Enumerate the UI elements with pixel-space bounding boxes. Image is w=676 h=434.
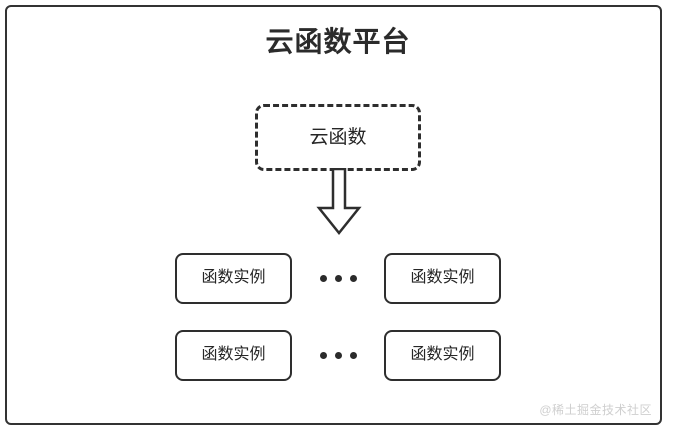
ellipsis-dot — [319, 274, 327, 282]
down-block-arrow-icon — [315, 167, 363, 236]
function-instance-label: 函数实例 — [201, 269, 266, 286]
ellipsis-dot — [334, 351, 342, 359]
ellipsis-dot — [319, 351, 327, 359]
cloud-function-node: 云函数 — [255, 104, 421, 171]
cloud-function-label: 云函数 — [309, 127, 367, 148]
function-instance-row-2: 函数实例 函数实例 — [0, 329, 676, 381]
watermark: @稀土掘金技术社区 — [539, 403, 652, 417]
function-instance-box: 函数实例 — [175, 329, 292, 381]
function-instance-box: 函数实例 — [384, 329, 501, 381]
ellipsis-dot — [349, 274, 357, 282]
function-instance-box: 函数实例 — [384, 252, 501, 304]
function-instance-box: 函数实例 — [175, 252, 292, 304]
page-title: 云函数平台 — [265, 26, 411, 57]
ellipsis-dot — [334, 274, 342, 282]
function-instance-row-1: 函数实例 函数实例 — [0, 252, 676, 304]
ellipsis-dot — [349, 351, 357, 359]
ellipsis-icon — [292, 351, 384, 359]
function-instance-label: 函数实例 — [410, 346, 475, 363]
function-instance-label: 函数实例 — [410, 269, 475, 286]
function-instance-label: 函数实例 — [201, 346, 266, 363]
ellipsis-icon — [292, 274, 384, 282]
